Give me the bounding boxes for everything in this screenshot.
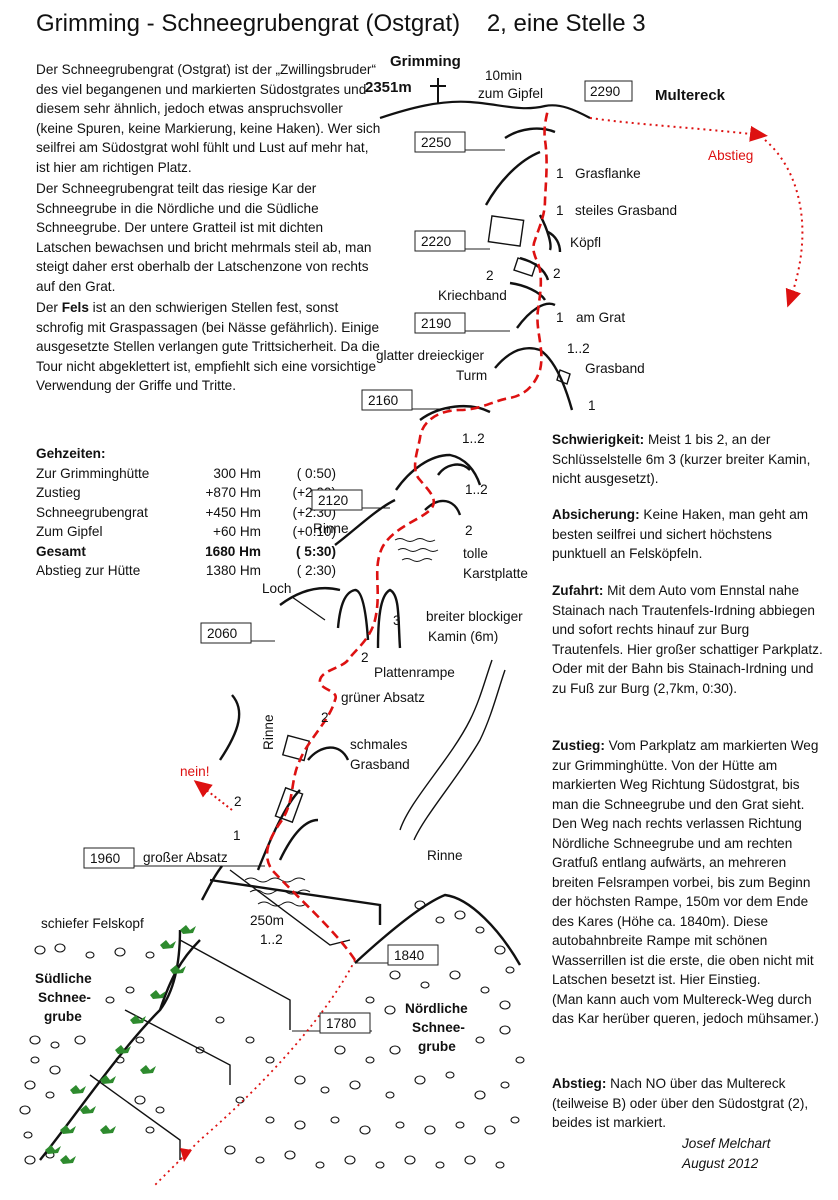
- grade-label: 1: [556, 203, 564, 218]
- elevation-2220: 2220: [421, 234, 452, 249]
- label-suedliche-3: grube: [44, 1009, 82, 1024]
- elevation-marker: 1780: [292, 1013, 372, 1033]
- grade-label: 2: [465, 523, 473, 538]
- multereck-label: Multereck: [655, 87, 726, 104]
- gipfel-note-1: 10min: [485, 68, 522, 83]
- label-suedliche-2: Schnee-: [38, 990, 91, 1005]
- grade-label: 1: [556, 166, 564, 181]
- elevation-marker: 2250: [415, 132, 505, 152]
- grade-label: 1..2: [567, 341, 590, 356]
- grade-label: 1..2: [462, 431, 485, 446]
- grade-label: 2: [361, 650, 369, 665]
- elevation-marker: 1840: [355, 945, 438, 965]
- label-turm-2: Turm: [456, 368, 487, 383]
- summit-ridge: [380, 102, 590, 118]
- grade-label: 1..2: [260, 932, 283, 947]
- elevation-2120: 2120: [318, 493, 349, 508]
- gipfel-note-2: zum Gipfel: [478, 86, 543, 101]
- label-noerdliche-2: Schnee-: [412, 1020, 465, 1035]
- elevation-marker: 2190: [415, 313, 510, 333]
- grade-label: 2: [553, 266, 561, 281]
- summit-cross-icon: [430, 78, 446, 104]
- grade-label: 2: [321, 710, 329, 725]
- grade-label: 1: [556, 310, 564, 325]
- label-loch: Loch: [262, 581, 291, 596]
- label-gruener-absatz: grüner Absatz: [341, 690, 425, 705]
- approach-arrow-icon: [180, 1148, 192, 1162]
- elevation-2060: 2060: [207, 626, 238, 641]
- ridge-outlines: [40, 129, 572, 1160]
- elevation-2250: 2250: [421, 135, 452, 150]
- latschen-vegetation: [45, 925, 196, 1164]
- label-schmales-2: Grasband: [350, 757, 410, 772]
- elevation-marker: 2120: [312, 490, 390, 510]
- label-suedliche-1: Südliche: [35, 971, 92, 986]
- nein-label: nein!: [180, 764, 209, 779]
- rock-blocks: [275, 216, 570, 822]
- label-noerdliche-1: Nördliche: [405, 1001, 468, 1016]
- label-rampe-length: 250m: [250, 913, 284, 928]
- abstieg-path-2: [765, 140, 802, 300]
- ramps: [90, 870, 350, 1160]
- elevation-2160: 2160: [368, 393, 399, 408]
- abstieg-path-1: [590, 118, 760, 135]
- label-koepfl: Köpfl: [570, 235, 601, 250]
- summit-name: Grimming: [390, 53, 461, 70]
- grade-label: 2: [486, 268, 494, 283]
- elevation-marker: 2220: [415, 231, 490, 251]
- label-schiefer-felskopf: schiefer Felskopf: [41, 916, 144, 931]
- label-rinne-1: Rinne: [313, 521, 349, 536]
- rinne-gully: [400, 660, 505, 840]
- grade-label: 3: [393, 613, 401, 628]
- grade-label: 1..2: [465, 482, 488, 497]
- grade-label: 1: [588, 398, 596, 413]
- elevation-1780: 1780: [326, 1016, 357, 1031]
- label-turm-1: glatter dreieckiger: [376, 348, 485, 363]
- summit-altitude: 2351m: [365, 79, 412, 96]
- label-grasflanke: Grasflanke: [575, 166, 641, 181]
- label-kamin-2: Kamin (6m): [428, 629, 498, 644]
- climbing-route: [267, 108, 548, 960]
- grade-label: 2: [234, 794, 242, 809]
- label-karst-1: tolle: [463, 546, 488, 561]
- label-noerdliche-3: grube: [418, 1039, 456, 1054]
- label-schmales-1: schmales: [350, 737, 408, 752]
- label-rinne-2: Rinne: [261, 714, 276, 750]
- label-kamin-1: breiter blockiger: [426, 609, 523, 624]
- elevation-1840: 1840: [394, 948, 425, 963]
- abstieg-label: Abstieg: [708, 148, 753, 163]
- elevation-marker: 2290: [585, 81, 632, 101]
- label-steiles-grasband: steiles Grasband: [575, 203, 677, 218]
- grade-label: 1: [233, 828, 241, 843]
- elevation-2190: 2190: [421, 316, 452, 331]
- label-karst-2: Karstplatte: [463, 566, 528, 581]
- label-kriechband: Kriechband: [438, 288, 507, 303]
- loch-pointer: [292, 597, 325, 620]
- label-grosser-absatz: großer Absatz: [143, 850, 228, 865]
- elevation-2290: 2290: [590, 84, 621, 99]
- label-rinne-3: Rinne: [427, 848, 463, 863]
- elevation-1960: 1960: [90, 851, 121, 866]
- label-am-grat: am Grat: [576, 310, 625, 325]
- label-grasband: Grasband: [585, 361, 645, 376]
- elevation-marker: 2060: [201, 623, 275, 643]
- nein-arrow: [200, 785, 232, 810]
- label-plattenrampe: Plattenrampe: [374, 665, 455, 680]
- elevation-marker: 2160: [362, 390, 450, 410]
